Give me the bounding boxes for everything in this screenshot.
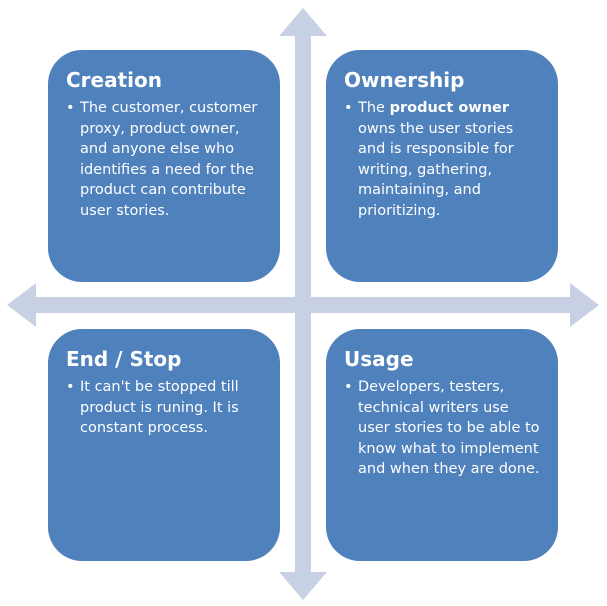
quadrant-creation: Creation The customer, customer proxy, p… xyxy=(48,50,280,282)
quadrant-title-ownership: Ownership xyxy=(344,68,465,92)
quadrant-title-end-stop: End / Stop xyxy=(66,347,182,371)
bullet-text-prefix: The xyxy=(358,100,390,116)
quadrant-end-stop: End / Stop It can't be stopped till prod… xyxy=(48,329,280,561)
quadrant-title-usage: Usage xyxy=(344,347,414,371)
bullet-text-bold: product owner xyxy=(389,100,510,116)
quadrant-title-creation: Creation xyxy=(66,68,162,92)
quadrant-list-creation: The customer, customer proxy, product ow… xyxy=(66,98,266,221)
four-way-arrow-icon xyxy=(7,8,599,600)
bullet-text-suffix: owns the user stories and is responsible… xyxy=(358,120,514,219)
bullet-item: The product owner owns the user stories … xyxy=(344,98,544,221)
quadrant-list-ownership: The product owner owns the user stories … xyxy=(344,98,544,221)
quadrant-ownership: Ownership The product owner owns the use… xyxy=(326,50,558,282)
quadrant-list-end-stop: It can't be stopped till product is runi… xyxy=(66,377,266,439)
bullet-item: It can't be stopped till product is runi… xyxy=(66,377,266,439)
bullet-item: Developers, testers, technical writers u… xyxy=(344,377,544,480)
quadrant-usage: Usage Developers, testers, technical wri… xyxy=(326,329,558,561)
quadrant-list-usage: Developers, testers, technical writers u… xyxy=(344,377,544,480)
bullet-item: The customer, customer proxy, product ow… xyxy=(66,98,266,221)
